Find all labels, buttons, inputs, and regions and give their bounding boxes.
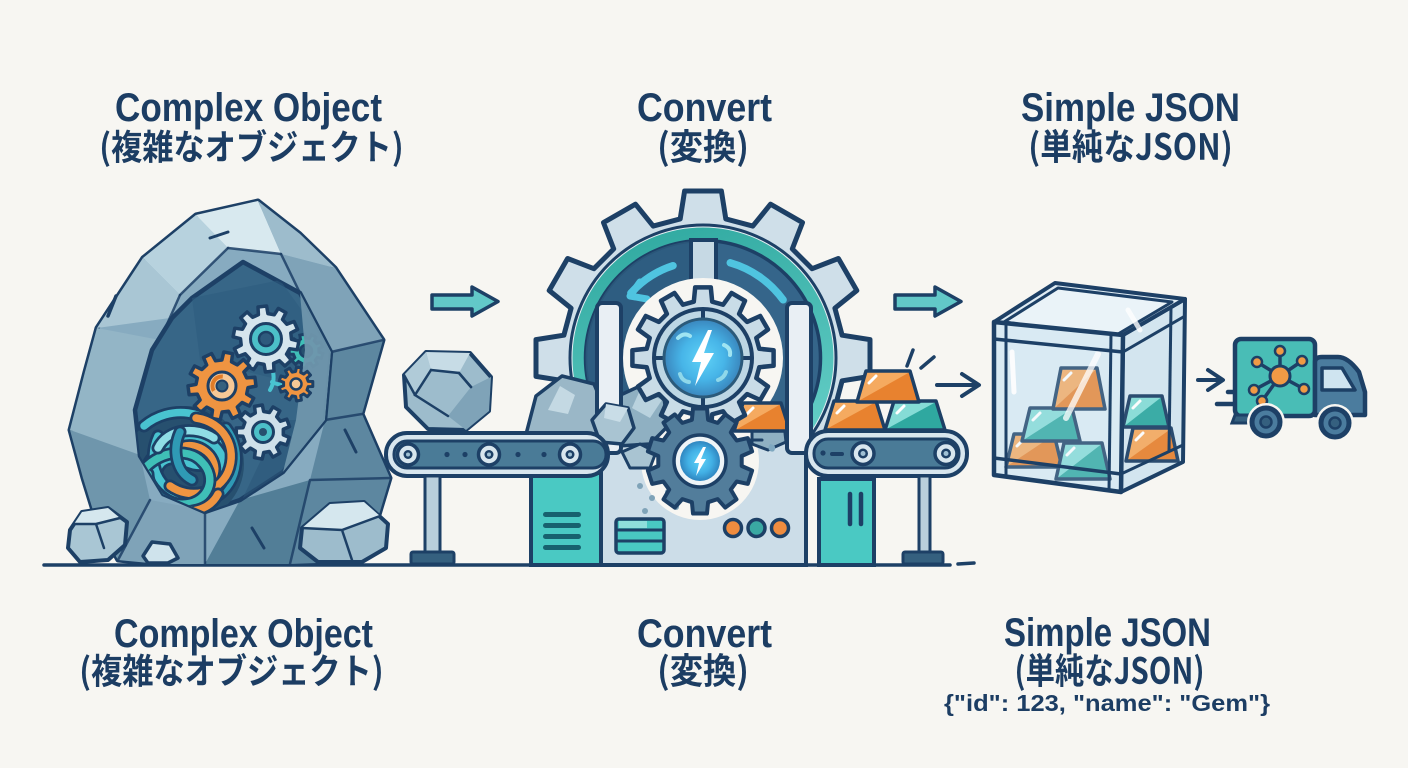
svg-text:Convert: Convert — [637, 86, 772, 130]
svg-text:{"id": 123, "name": "Gem"}: {"id": 123, "name": "Gem"} — [944, 690, 1270, 716]
svg-text:Simple JSON: Simple JSON — [1021, 86, 1240, 130]
svg-text:Convert: Convert — [637, 612, 772, 656]
svg-text:Simple JSON: Simple JSON — [1004, 611, 1211, 655]
svg-text:Complex Object: Complex Object — [114, 612, 373, 656]
svg-text:Complex Object: Complex Object — [115, 86, 382, 130]
